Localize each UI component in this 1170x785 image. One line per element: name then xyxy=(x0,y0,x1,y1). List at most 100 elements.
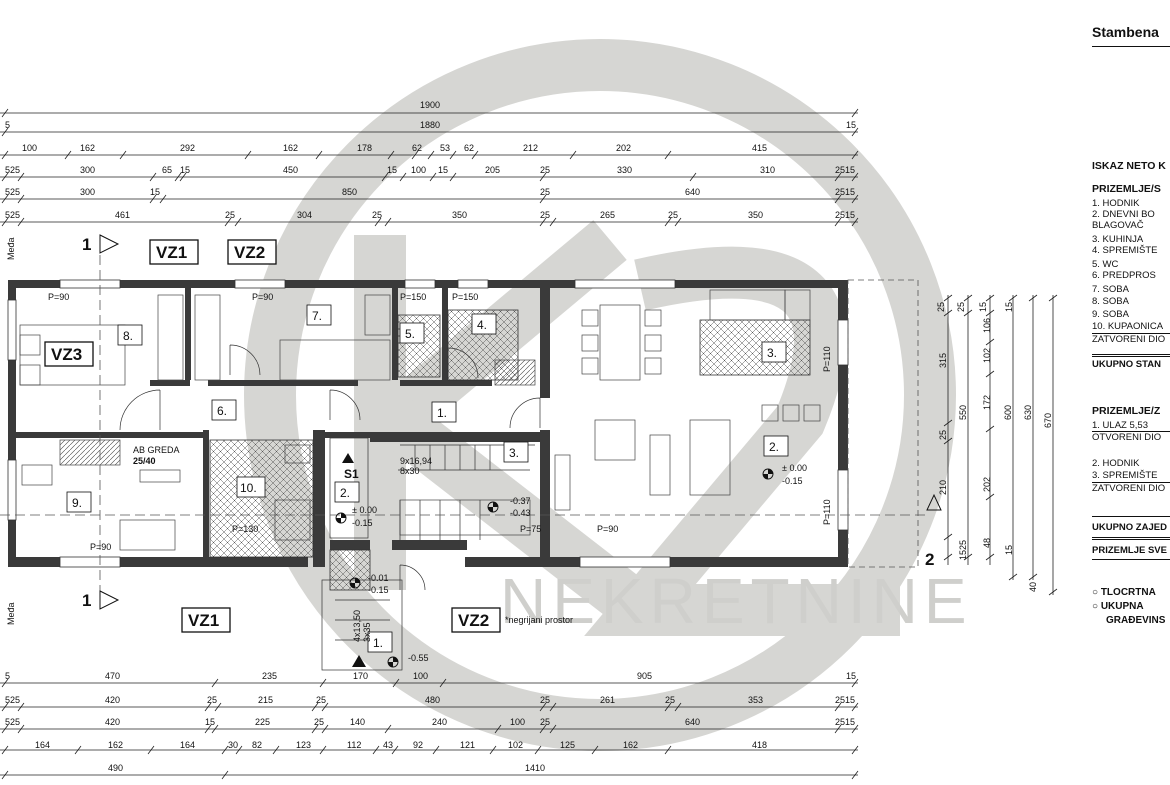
svg-text:92: 92 xyxy=(413,740,423,750)
legend-item: BLAGOVAČ xyxy=(1092,220,1144,231)
legend-divider xyxy=(1092,537,1170,538)
stairs xyxy=(321,437,535,671)
svg-text:415: 415 xyxy=(752,143,767,153)
section-marker-2: 2 xyxy=(925,493,942,569)
svg-text:102: 102 xyxy=(508,740,523,750)
legend-sum-ground: PRIZEMLJE SVE xyxy=(1092,545,1167,556)
svg-text:265: 265 xyxy=(600,210,615,220)
svg-text:-0.15: -0.15 xyxy=(352,518,373,528)
svg-text:62: 62 xyxy=(412,143,422,153)
svg-text:202: 202 xyxy=(982,477,992,492)
svg-text:25: 25 xyxy=(207,695,217,705)
legend-item: 9. SOBA xyxy=(1092,309,1129,320)
title-underline xyxy=(1092,46,1170,47)
svg-text:106: 106 xyxy=(982,318,992,333)
svg-text:Međa: Međa xyxy=(6,237,16,260)
svg-text:480: 480 xyxy=(425,695,440,705)
legend-divider xyxy=(1092,431,1170,432)
svg-text:25: 25 xyxy=(314,717,324,727)
legend-item: 3. KUHINJA xyxy=(1092,234,1144,245)
svg-text:205: 205 xyxy=(485,165,500,175)
svg-text:100: 100 xyxy=(413,671,428,681)
svg-text:172: 172 xyxy=(982,395,992,410)
svg-text:-0.55: -0.55 xyxy=(408,653,429,663)
bottom-dimension-row-3: 525 420 15 225 25 140 240 100 25 640 251… xyxy=(5,717,855,727)
legend-divider xyxy=(1092,539,1170,540)
svg-text:470: 470 xyxy=(105,671,120,681)
svg-text:40: 40 xyxy=(1028,582,1038,592)
wall-label-vz1-bottom: VZ1 xyxy=(181,607,231,633)
svg-text:450: 450 xyxy=(283,165,298,175)
svg-text:2515: 2515 xyxy=(835,695,855,705)
svg-text:100: 100 xyxy=(510,717,525,727)
svg-text:102: 102 xyxy=(982,348,992,363)
svg-text:VZ2: VZ2 xyxy=(234,243,265,262)
svg-text:25: 25 xyxy=(665,695,675,705)
bottom-dimension-row-1: 5 470 235 170 100 905 15 xyxy=(5,671,856,681)
misc-labels: AB GREDA 25/40 S1 9x16,94 8x30 4x13,50 3… xyxy=(6,237,573,642)
svg-text:43: 43 xyxy=(383,740,393,750)
top-dimension-row-6: 525 461 25 304 25 350 25 265 25 350 2515 xyxy=(5,210,855,220)
svg-text:5.: 5. xyxy=(405,327,415,341)
svg-text:1: 1 xyxy=(82,235,91,254)
svg-text:2.: 2. xyxy=(340,486,350,500)
svg-text:25: 25 xyxy=(540,187,550,197)
legend-bullet-2: ○ UKUPNA xyxy=(1092,601,1144,612)
svg-text:525: 525 xyxy=(5,695,20,705)
legend-bullet-text: TLOCRTNA xyxy=(1100,587,1156,598)
svg-text:100: 100 xyxy=(22,143,37,153)
svg-text:212: 212 xyxy=(523,143,538,153)
svg-text:112: 112 xyxy=(347,740,361,750)
svg-text:25/40: 25/40 xyxy=(133,456,156,466)
svg-text:2515: 2515 xyxy=(835,717,855,727)
svg-text:123: 123 xyxy=(296,740,311,750)
svg-text:100: 100 xyxy=(411,165,426,175)
svg-text:VZ2: VZ2 xyxy=(458,611,489,630)
svg-text:418: 418 xyxy=(752,740,767,750)
legend-group1-sum: UKUPNO STAN xyxy=(1092,359,1161,370)
svg-text:261: 261 xyxy=(600,695,615,705)
level-markers: ± 0.00 -0.15 ± 0.00 -0.15 -0.37 -0.43 -0… xyxy=(335,453,807,668)
svg-text:353: 353 xyxy=(748,695,763,705)
svg-text:± 0.00: ± 0.00 xyxy=(782,463,807,473)
legend-divider xyxy=(1092,482,1170,483)
svg-text:350: 350 xyxy=(748,210,763,220)
svg-text:2.: 2. xyxy=(769,440,779,454)
svg-text:25: 25 xyxy=(540,165,550,175)
legend-item: 8. SOBA xyxy=(1092,296,1129,307)
svg-text:65: 65 xyxy=(162,165,172,175)
svg-text:121: 121 xyxy=(460,740,475,750)
svg-text:600: 600 xyxy=(1003,405,1013,420)
legend-item: 1. HODNIK xyxy=(1092,198,1140,209)
top-dimension-row-5: 525 300 15 850 25 640 2515 xyxy=(5,187,855,197)
legend-group2-total1: OTVORENI DIO xyxy=(1092,432,1162,443)
svg-text:15: 15 xyxy=(1004,302,1014,312)
svg-text:25: 25 xyxy=(936,302,946,312)
drawing-title: Stambena xyxy=(1092,24,1159,40)
svg-text:25: 25 xyxy=(668,210,678,220)
svg-text:15: 15 xyxy=(205,717,215,727)
legend-item: 5. WC xyxy=(1092,259,1119,270)
bullet-circle-icon: ○ xyxy=(1092,587,1101,598)
legend-group2-item: 2. HODNIK xyxy=(1092,458,1140,469)
svg-text:525: 525 xyxy=(5,187,20,197)
svg-text:525: 525 xyxy=(5,165,20,175)
wall-label-vz2-top: VZ2 xyxy=(227,239,277,265)
bullet-circle-icon: ○ xyxy=(1092,601,1101,612)
parapet-labels: P=90 P=90 P=150 P=150 P=130 P=75 P=90 P=… xyxy=(48,292,832,552)
svg-text:4.: 4. xyxy=(477,318,487,332)
wall-label-vz1-top: VZ1 xyxy=(149,239,199,265)
svg-text:164: 164 xyxy=(35,740,50,750)
legend-bullet-text: UKUPNA xyxy=(1100,601,1144,612)
svg-text:140: 140 xyxy=(350,717,365,727)
svg-text:1: 1 xyxy=(82,591,91,610)
svg-text:25: 25 xyxy=(956,302,966,312)
top-dimension-row-3: 100 162 292 162 178 62 53 62 212 202 415 xyxy=(22,143,767,153)
svg-text:P=150: P=150 xyxy=(452,292,478,302)
svg-text:350: 350 xyxy=(452,210,467,220)
legend-item: 2. DNEVNI BO xyxy=(1092,209,1155,220)
room-labels: 1. 2. 2. 3. 3. 4. 5. 6. 7. 8. 9. 10. 1. xyxy=(66,304,789,653)
svg-text:525: 525 xyxy=(5,210,20,220)
svg-text:7.: 7. xyxy=(312,309,322,323)
